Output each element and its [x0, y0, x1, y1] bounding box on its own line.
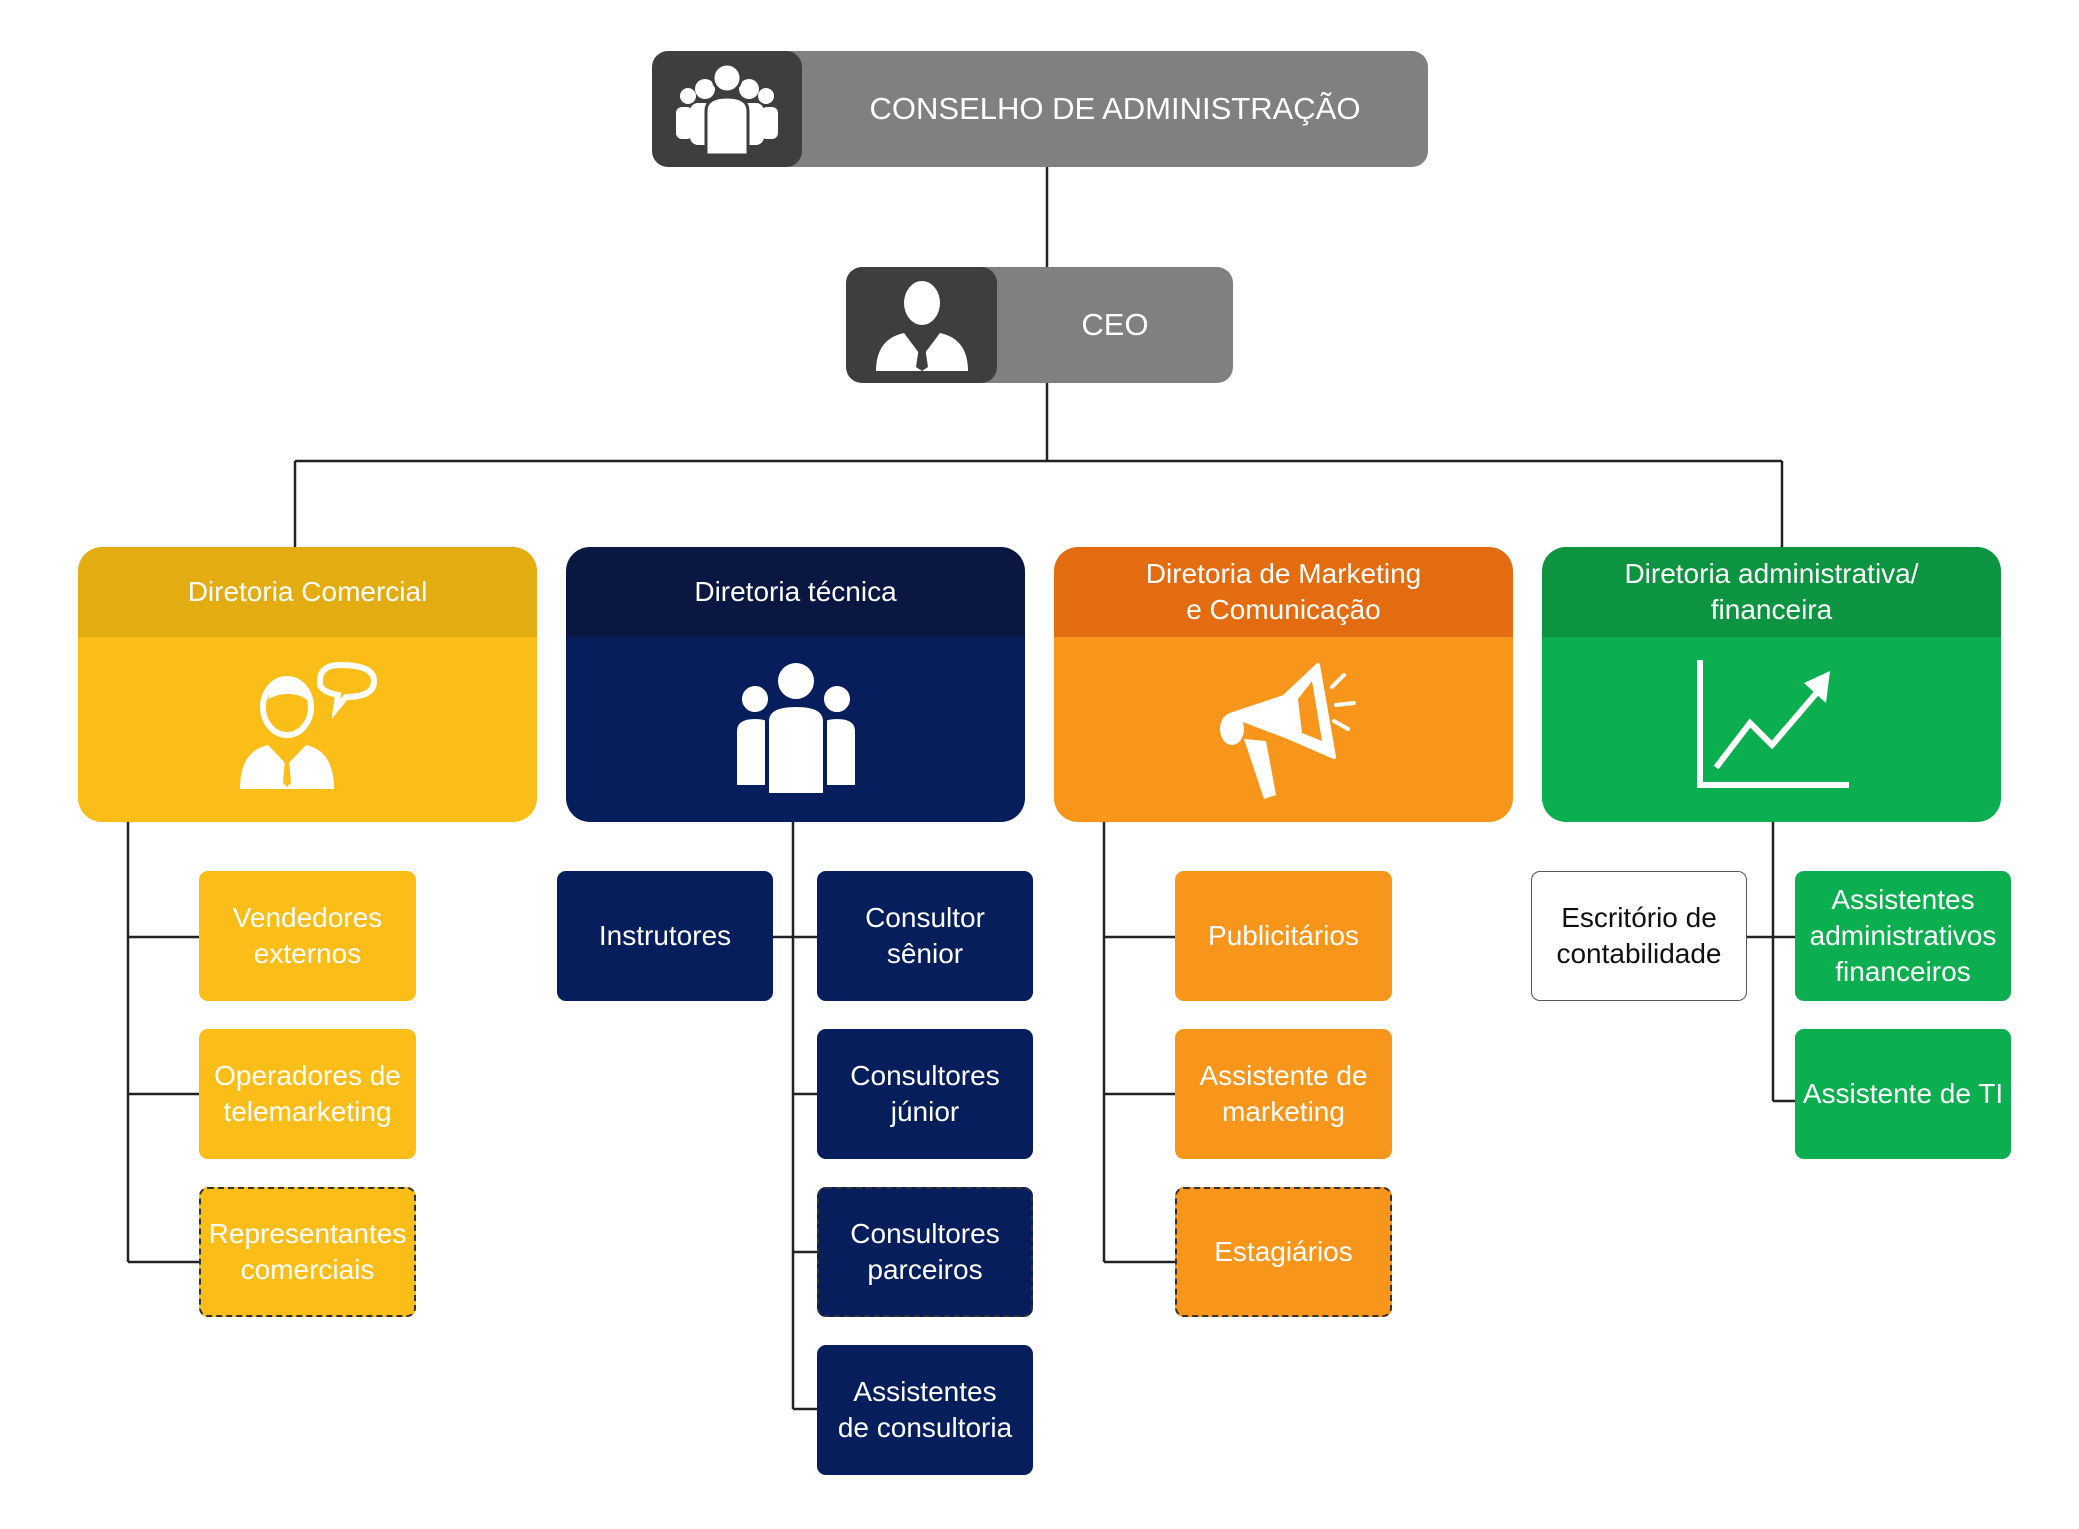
ceo-box: CEO [846, 267, 1233, 383]
businessman-icon [846, 267, 997, 383]
team-icon [733, 659, 859, 797]
directorate-title: Diretoria administrativa/ financeira [1542, 547, 2001, 637]
group-icon [652, 51, 802, 167]
subunit-vendedores-externos: Vendedores externos [199, 871, 416, 1001]
subunit-representantes-comerciais: Representantes comerciais [199, 1187, 416, 1317]
subunit-instrutores: Instrutores [557, 871, 773, 1001]
subunit-consultores-junior: Consultores júnior [817, 1029, 1033, 1159]
directorate-title: Diretoria de Marketing e Comunicação [1054, 547, 1513, 637]
directorate-comercial: Diretoria Comercial [78, 547, 537, 822]
subunit-assistentes-consultoria: Assistentes de consultoria [817, 1345, 1033, 1475]
board-title: CONSELHO DE ADMINISTRAÇÃO [869, 91, 1361, 126]
subunit-operadores-telemarketing: Operadores de telemarketing [199, 1029, 416, 1159]
directorate-administrativa: Diretoria administrativa/ financeira [1542, 547, 2001, 822]
subunit-assistente-marketing: Assistente de marketing [1175, 1029, 1392, 1159]
subunit-estagiarios: Estagiários [1175, 1187, 1392, 1317]
directorate-tecnica: Diretoria técnica [566, 547, 1025, 822]
salesperson-speech-icon [240, 661, 378, 789]
subunit-assistente-ti: Assistente de TI [1795, 1029, 2011, 1159]
directorate-title: Diretoria Comercial [78, 547, 537, 637]
megaphone-icon [1220, 663, 1356, 799]
subunit-escritorio-contabilidade: Escritório de contabilidade [1531, 871, 1747, 1001]
board-box: CONSELHO DE ADMINISTRAÇÃO [652, 51, 1428, 167]
subunit-publicitarios: Publicitários [1175, 871, 1392, 1001]
subunit-assistentes-administrativos: Assistentes administrativos financeiros [1795, 871, 2011, 1001]
directorate-marketing: Diretoria de Marketing e Comunicação [1054, 547, 1513, 822]
directorate-title: Diretoria técnica [566, 547, 1025, 637]
subunit-consultores-parceiros: Consultores parceiros [817, 1187, 1033, 1317]
growth-chart-icon [1697, 660, 1849, 788]
ceo-title: CEO [1081, 307, 1149, 342]
subunit-consultor-senior: Consultor sênior [817, 871, 1033, 1001]
